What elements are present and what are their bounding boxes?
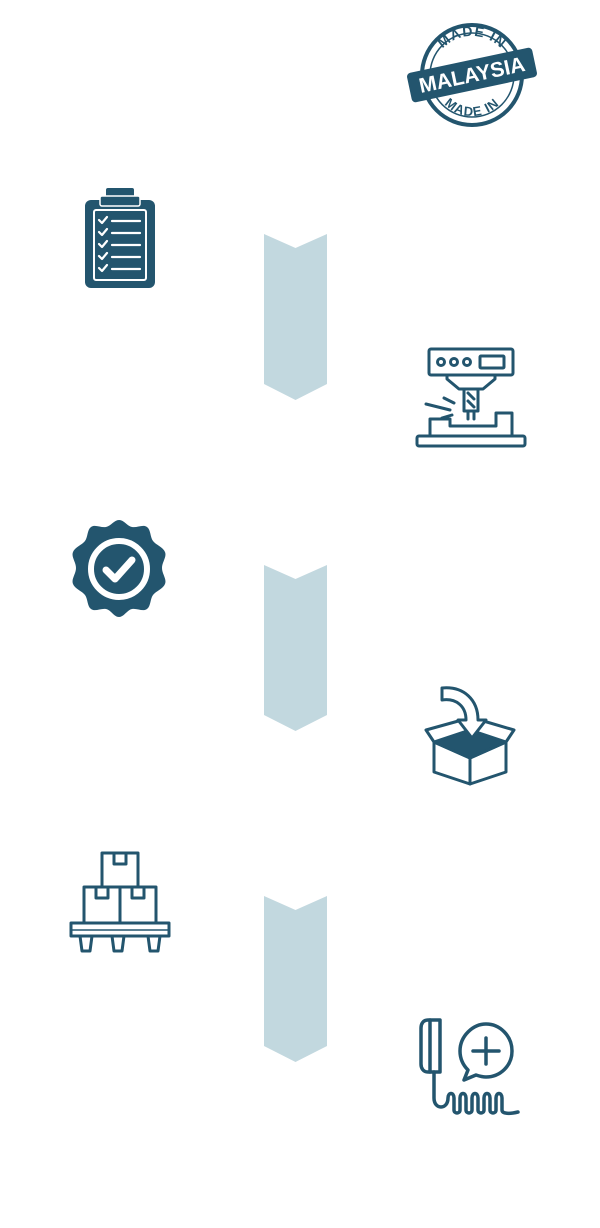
- chevron-down-arrow-3: [264, 896, 327, 1062]
- chevron-down-arrow-1: [264, 234, 327, 400]
- cnc-machine-icon: [414, 346, 528, 450]
- badge-bottom-text: MADE IN: [442, 95, 502, 119]
- clipboard-checklist-icon: [84, 186, 156, 290]
- badge-top-text: MADE IN: [434, 23, 510, 51]
- pallet-boxes-icon: [68, 850, 172, 954]
- phone-support-icon: [418, 1014, 524, 1120]
- packing-box-icon: [424, 682, 516, 786]
- quality-badge-check-icon: [68, 518, 170, 620]
- chevron-down-arrow-2: [264, 565, 327, 731]
- made-in-malaysia-badge: MADE IN MADE IN MALAYSIA: [404, 20, 538, 130]
